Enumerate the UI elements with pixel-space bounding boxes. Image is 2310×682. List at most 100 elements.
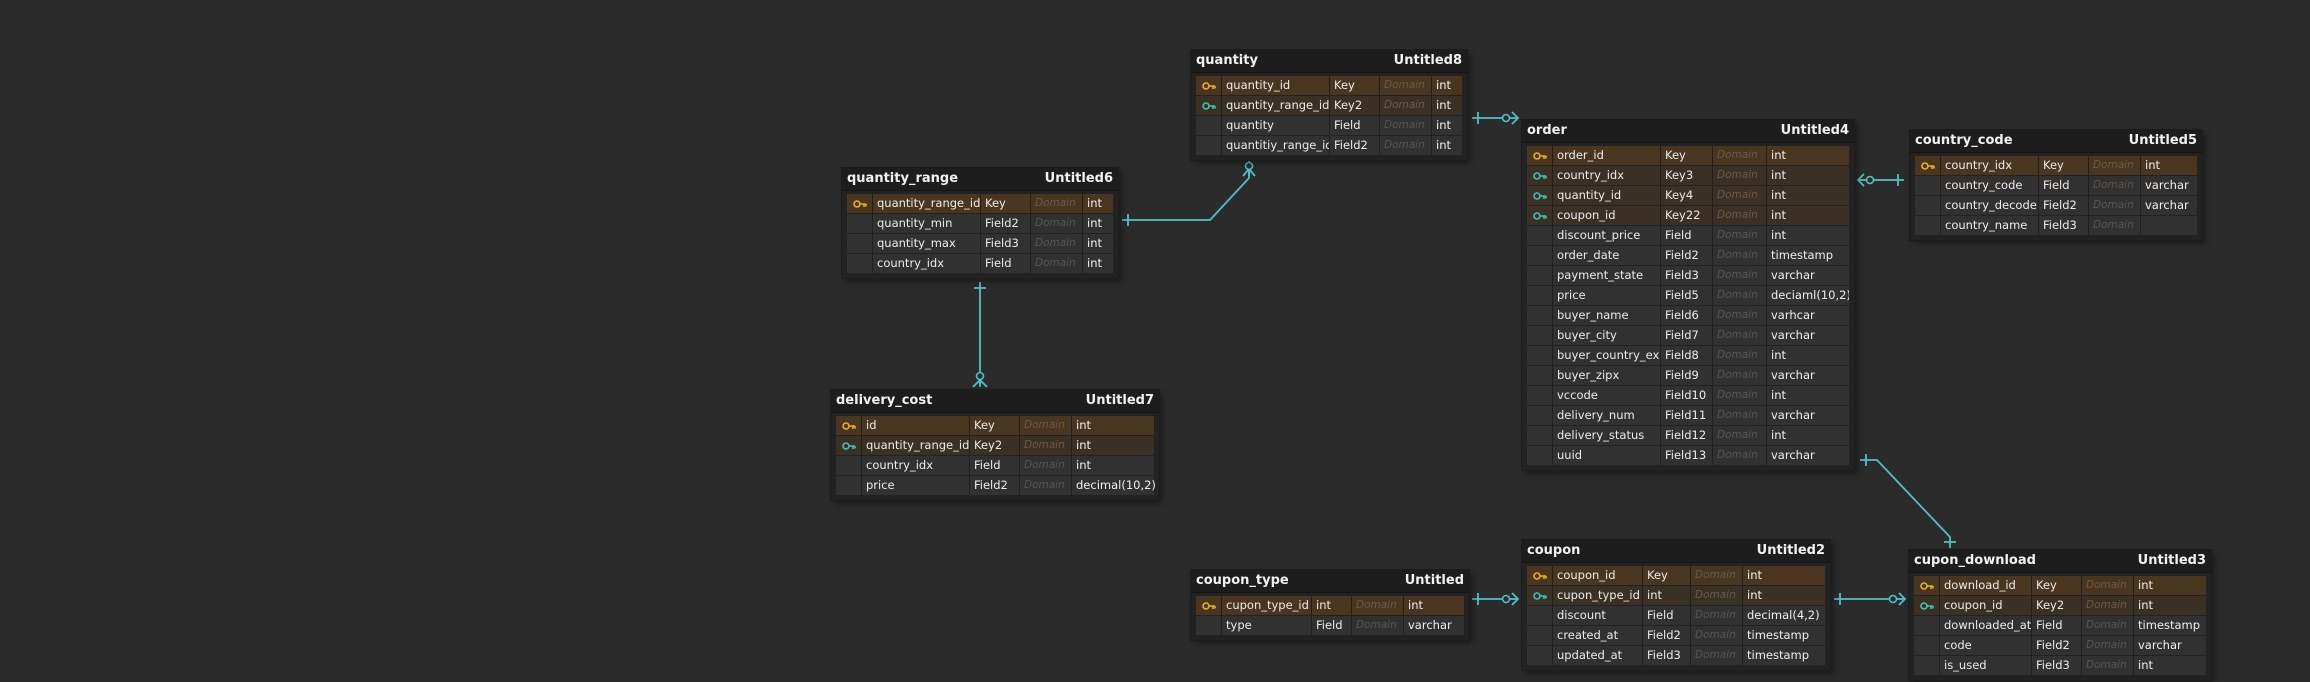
column-name: created_at — [1553, 626, 1643, 645]
column-type: deciaml(10,2) — [1771, 288, 1849, 302]
column-domain: Domain — [2089, 216, 2141, 235]
column-key: Field7 — [1661, 326, 1713, 345]
column-type: varchar — [1408, 618, 1452, 632]
many-marker — [1242, 167, 1256, 177]
table-label: Untitled3 — [2137, 553, 2206, 568]
column-domain: Domain — [1713, 186, 1767, 205]
column-key: Field10 — [1661, 386, 1713, 405]
column-key: Key22 — [1661, 206, 1713, 225]
column-name: price — [1553, 286, 1661, 305]
key-cell — [1527, 246, 1553, 265]
key-cell — [1527, 626, 1553, 645]
key-cell — [1196, 136, 1222, 155]
optional-marker — [1244, 161, 1254, 171]
key-cell — [1196, 76, 1222, 95]
column-name: discount_price — [1553, 226, 1661, 245]
column-name: quantity — [1222, 116, 1330, 135]
pk-key-icon — [1919, 581, 1934, 591]
column-type: varchar — [1771, 328, 1815, 342]
column-key: Field — [1312, 616, 1352, 635]
table-label: Untitled6 — [1044, 171, 1113, 186]
column-domain: Domain — [1691, 566, 1743, 585]
column-domain: Domain — [2082, 636, 2134, 655]
column-key: Field — [2032, 616, 2082, 635]
table-label: Untitled7 — [1085, 393, 1154, 408]
key-cell — [1527, 366, 1553, 385]
column-domain: Domain — [1691, 646, 1743, 665]
column-type: varchar — [2138, 638, 2182, 652]
column-type: int — [1771, 388, 1786, 402]
table-name: coupon_type — [1196, 573, 1289, 588]
column-type: int — [2145, 158, 2160, 172]
fk-key-icon — [1532, 171, 1547, 181]
key-cell — [1527, 266, 1553, 285]
column-type: decimal(10,2) — [1076, 478, 1156, 492]
column-name: cupon_type_id — [1553, 586, 1643, 605]
column-name: download_id — [1940, 576, 2032, 595]
